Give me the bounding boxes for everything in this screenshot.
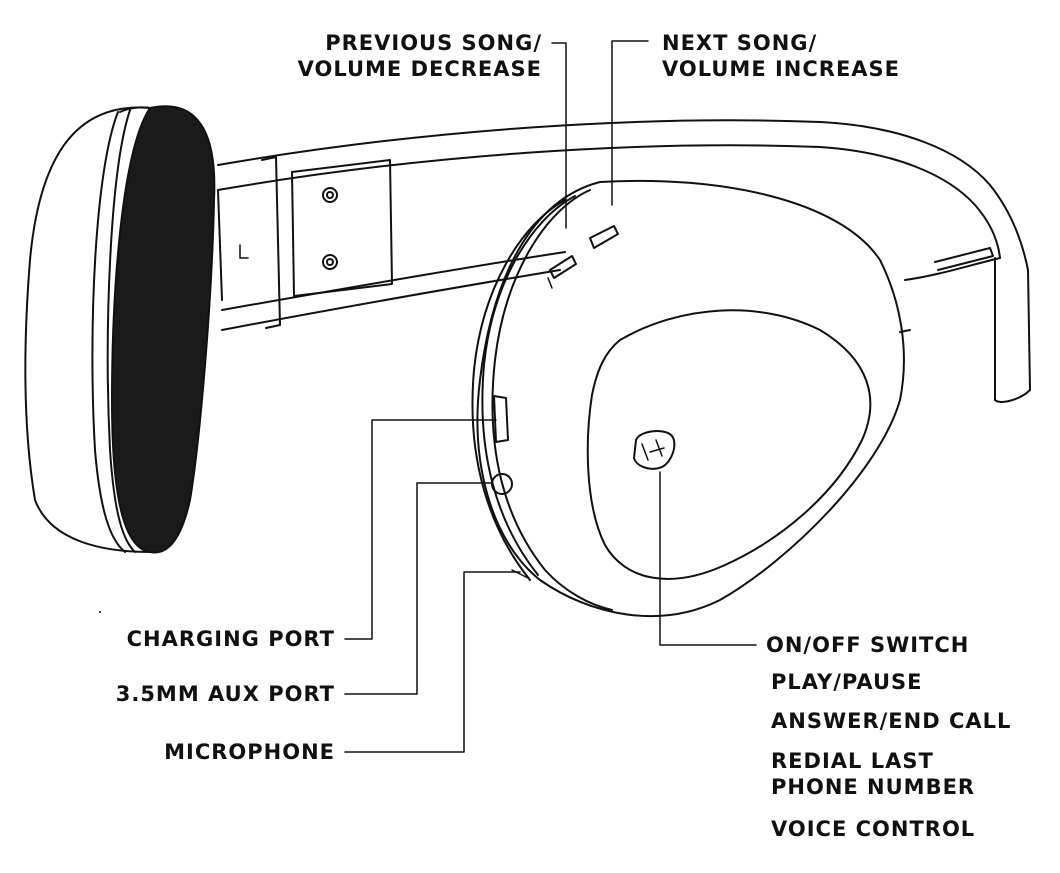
previous-song-line2: VOLUME DECREASE xyxy=(297,57,542,81)
headband xyxy=(217,119,1031,403)
charging-port-slot xyxy=(493,395,509,443)
aux-port-label: 3.5MM AUX PORT xyxy=(115,682,335,706)
aux-port-hole xyxy=(491,473,513,495)
slider-plate xyxy=(239,159,393,297)
redial-line1: REDIAL LAST xyxy=(771,749,934,773)
next-song-line1: NEXT SONG/ xyxy=(662,31,818,55)
right-ear-cup xyxy=(471,179,905,617)
onoff-switch-label: ON/OFF SWITCH xyxy=(766,633,970,657)
volume-button-top xyxy=(589,225,619,249)
leader-onoff xyxy=(659,471,757,646)
left-cushion xyxy=(111,105,216,554)
leader-next xyxy=(611,40,649,206)
leader-microphone xyxy=(344,571,521,753)
charging-port-label: CHARGING PORT xyxy=(126,627,335,651)
redial-label: REDIAL LAST PHONE NUMBER xyxy=(771,748,975,800)
leader-previous xyxy=(551,42,567,229)
next-song-label: NEXT SONG/ VOLUME INCREASE xyxy=(662,30,962,82)
next-song-line2: VOLUME INCREASE xyxy=(662,57,901,81)
redial-line2: PHONE NUMBER xyxy=(771,775,976,799)
left-ear-cup xyxy=(24,105,216,554)
leader-lines xyxy=(344,40,757,753)
previous-song-line1: PREVIOUS SONG/ xyxy=(325,31,542,55)
leader-aux xyxy=(344,482,493,695)
side-button-mfb xyxy=(633,430,676,470)
microphone-label: MICROPHONE xyxy=(164,740,335,764)
leader-charging xyxy=(344,419,497,640)
previous-song-label: PREVIOUS SONG/ VOLUME DECREASE xyxy=(240,30,542,82)
voice-control-label: VOICE CONTROL xyxy=(771,817,976,841)
play-pause-label: PLAY/PAUSE xyxy=(771,670,923,694)
volume-button-low xyxy=(549,255,577,279)
answer-end-call-label: ANSWER/END CALL xyxy=(771,709,1012,733)
